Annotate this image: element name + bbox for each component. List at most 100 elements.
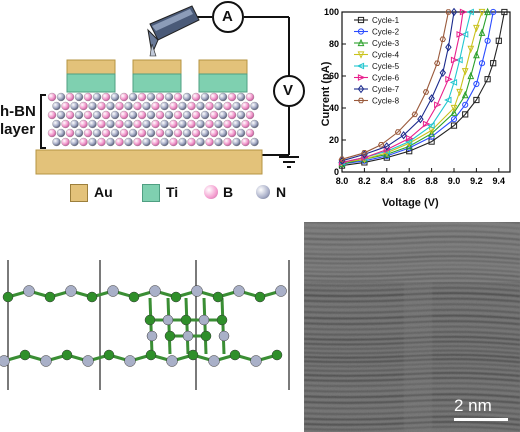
- data-point: [411, 111, 418, 118]
- nitrogen-atom: [218, 330, 230, 342]
- atomic-bond: [202, 297, 208, 355]
- nitrogen-atom: [128, 92, 138, 102]
- boron-atom: [128, 291, 140, 303]
- nitrogen-atom: [146, 128, 156, 138]
- y-tick-label: 0: [334, 167, 339, 177]
- boron-atom: [173, 92, 183, 102]
- boron-atom: [133, 101, 142, 111]
- boron-atom: [191, 110, 201, 120]
- boron-atom: [151, 101, 160, 111]
- legend-entry: Cycle-1: [372, 16, 400, 25]
- x-tick-label: 8.2: [358, 176, 371, 186]
- data-point: [439, 36, 446, 42]
- boron-atom: [65, 128, 75, 138]
- nitrogen-atom: [196, 119, 205, 129]
- au-legend-label: Au: [94, 184, 113, 200]
- boron-atom: [2, 291, 14, 303]
- boron-atom: [205, 101, 214, 111]
- legend-entry: Cycle-4: [372, 51, 400, 60]
- boron-atom: [169, 119, 178, 129]
- au-substrate: [35, 149, 263, 175]
- ammeter-label: A: [222, 8, 233, 25]
- boron-atom-icon: [204, 185, 218, 199]
- nitrogen-atom: [110, 92, 120, 102]
- data-point: [450, 122, 458, 129]
- nitrogen-atom: [164, 110, 174, 120]
- material-legend: Au Ti B N: [70, 184, 300, 202]
- data-point: [460, 31, 469, 38]
- nitrogen-atom: [142, 101, 151, 111]
- boron-atom: [137, 92, 147, 102]
- nitrogen-atom: [218, 110, 228, 120]
- nitrogen-atom: [166, 355, 178, 367]
- boron-atom: [83, 110, 93, 120]
- boron-atom: [173, 110, 183, 120]
- nitrogen-atom: [232, 137, 241, 147]
- x-tick-label: 8.0: [336, 176, 349, 186]
- model-atoms: [0, 285, 287, 367]
- nitrogen-atom: [106, 101, 115, 111]
- nitrogen-atom: [182, 92, 192, 102]
- data-point: [383, 146, 392, 153]
- legend-marker: [357, 28, 365, 35]
- data-point: [450, 108, 458, 116]
- nitrogen-atom: [146, 330, 158, 342]
- nitrogen-atom: [200, 92, 210, 102]
- boron-atom: [119, 92, 129, 102]
- data-point: [455, 56, 463, 64]
- boron-atom: [271, 349, 283, 361]
- nitrogen-atom: [208, 355, 220, 367]
- data-point: [450, 7, 458, 17]
- boron-atom: [97, 101, 106, 111]
- nitrogen-atom: [56, 110, 66, 120]
- nitrogen-atom: [124, 119, 133, 129]
- layer-label-line2: layer: [0, 121, 36, 138]
- boron-atom: [79, 119, 88, 129]
- data-point: [444, 96, 452, 104]
- nitrogen-atom: [149, 285, 161, 297]
- series-line: [341, 11, 472, 163]
- legend-marker: [357, 16, 365, 24]
- nitrogen-atom: [146, 92, 156, 102]
- boron-atom: [212, 291, 224, 303]
- y-tick-label: 40: [329, 103, 339, 113]
- boron-atom: [223, 101, 232, 111]
- boron-atom: [241, 101, 250, 111]
- nitrogen-atom: [191, 285, 203, 297]
- data-point: [338, 156, 346, 162]
- voltmeter-circle: [273, 75, 305, 107]
- atomic-bond: [220, 297, 226, 355]
- data-point: [405, 142, 413, 150]
- hbn-atom-lattice: [47, 92, 259, 147]
- nitrogen-atom: [92, 110, 102, 120]
- boron-atom: [101, 110, 111, 120]
- data-point: [338, 156, 346, 166]
- boron-atom: [19, 349, 31, 361]
- boron-atom: [65, 110, 75, 120]
- nitrogen-atom: [0, 355, 10, 367]
- nitrogen-atom: [250, 355, 262, 367]
- electrode-left: [66, 59, 116, 93]
- boron-atom: [169, 137, 178, 147]
- boron-atom: [83, 128, 93, 138]
- data-point: [462, 111, 469, 118]
- atomic-bond: [148, 297, 154, 355]
- legend-marker: [357, 38, 365, 47]
- nitrogen-atom: [182, 110, 192, 120]
- legend-marker: [357, 51, 365, 59]
- data-point: [449, 79, 458, 86]
- boron-atom: [144, 314, 156, 326]
- chart-x-axis-label: Voltage (V): [382, 197, 439, 209]
- boron-atom: [164, 330, 176, 342]
- electrode-middle: [132, 59, 182, 93]
- atomic-bond: [166, 297, 172, 355]
- boron-atom: [187, 349, 199, 361]
- data-point: [484, 76, 491, 83]
- nitrogen-atom: [65, 285, 77, 297]
- nitrogen-atom: [233, 285, 245, 297]
- data-point: [478, 60, 486, 67]
- nitrogen-atom: [110, 128, 120, 138]
- nitrogen-atom: [275, 285, 287, 297]
